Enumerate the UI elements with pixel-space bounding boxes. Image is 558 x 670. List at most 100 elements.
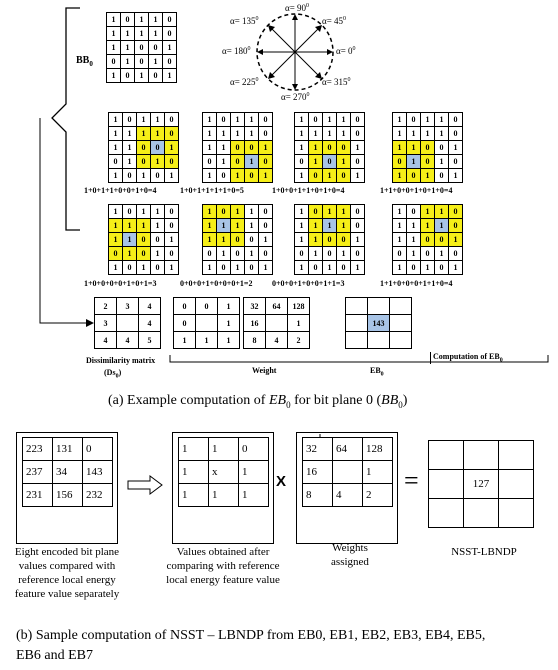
matrix-cell: 0 <box>230 140 245 155</box>
matrix-cell: 1 <box>420 218 435 233</box>
matrix-cell: 1 <box>208 483 239 507</box>
matrix-cell <box>498 469 534 499</box>
matrix-cell: 32 <box>302 437 333 461</box>
matrix-cell: 156 <box>52 483 83 507</box>
matrix-cell: 0 <box>258 154 273 169</box>
grid-sum: 1+0+1+1+0+0+1+0=4 <box>84 186 157 195</box>
matrix-cell: 1 <box>350 260 365 275</box>
matrix-cell <box>389 331 412 349</box>
matrix-cell <box>428 440 464 470</box>
matrix-cell: 0 <box>164 112 179 127</box>
direction-arrows <box>260 17 330 87</box>
matrix-cell: 64 <box>332 437 363 461</box>
grid-sum: 0+0+0+1+0+0+0+1=2 <box>180 279 253 288</box>
matrix-cell <box>498 440 534 470</box>
matrix-cell: 128 <box>362 437 393 461</box>
matrix-cell: 1 <box>308 140 323 155</box>
matrix-cell: 1 <box>420 204 435 219</box>
compared-description: Values obtained after comparing with ref… <box>166 546 280 586</box>
encoded-description: Eight encoded bit plane values compared … <box>14 546 120 600</box>
matrix-row <box>345 297 412 315</box>
matrix-cell: 1 <box>178 483 209 507</box>
matrix-cell: 1 <box>448 140 463 155</box>
encoded-frame <box>16 432 118 544</box>
weights-frame <box>296 432 398 544</box>
matrix-cell: 1 <box>406 154 421 169</box>
matrix-cell <box>428 469 464 499</box>
matrix-cell <box>463 440 499 470</box>
matrix-cell: 143 <box>82 460 113 484</box>
matrix-cell: 0 <box>350 204 365 219</box>
ds0-label: (Ds0) <box>104 368 122 380</box>
matrix-cell: 1 <box>244 154 259 169</box>
grid-sum: 1+1+0+0+0+1+1+0=4 <box>380 279 453 288</box>
matrix-cell: 1 <box>217 331 240 349</box>
direction-label-0: α= 00 <box>336 46 356 56</box>
matrix-cell: 0 <box>164 246 179 261</box>
matrix-cell: 16 <box>302 460 333 484</box>
dissimilarity-label: Dissimilarity matrix <box>86 356 156 365</box>
computation-label: Computation of EB0 <box>430 352 503 364</box>
equals-symbol: = <box>404 466 419 495</box>
matrix-row <box>428 440 534 470</box>
matrix-cell: 143 <box>367 314 390 332</box>
matrix-cell: 1 <box>308 232 323 247</box>
grid-sum: 1+0+0+0+0+1+0+1=3 <box>84 279 157 288</box>
matrix-cell: 1 <box>216 218 231 233</box>
matrix-cell: 0 <box>230 154 245 169</box>
matrix-cell: 1 <box>202 218 217 233</box>
matrix-cell: 0 <box>136 232 151 247</box>
matrix-cell: 1 <box>217 297 240 315</box>
matrix-cell: 0 <box>120 68 135 83</box>
bb0-label: BB0 <box>76 55 93 68</box>
result-description: NSST-LBNDP <box>451 546 517 558</box>
matrix-cell: 127 <box>463 469 499 499</box>
matrix-cell <box>498 498 534 528</box>
matrix-cell: 1 <box>136 218 151 233</box>
matrix-cell: 0 <box>164 154 179 169</box>
direction-label-270: α= 2700 <box>281 92 310 102</box>
direction-label-135: α= 1350 <box>230 16 259 26</box>
matrix-cell: 1 <box>164 168 179 183</box>
bottom-brace <box>169 355 549 363</box>
matrix-cell: 1 <box>362 460 393 484</box>
matrix-cell: 1 <box>258 260 273 275</box>
matrix-cell: 1 <box>434 204 449 219</box>
matrix-cell: 0 <box>136 154 151 169</box>
direction-label-180: α= 1800 <box>222 46 251 56</box>
multiply-symbol: X <box>276 473 287 490</box>
matrix-cell: 1 <box>350 168 365 183</box>
matrix-row: 127 <box>428 469 534 499</box>
matrix-cell: 0 <box>406 168 421 183</box>
